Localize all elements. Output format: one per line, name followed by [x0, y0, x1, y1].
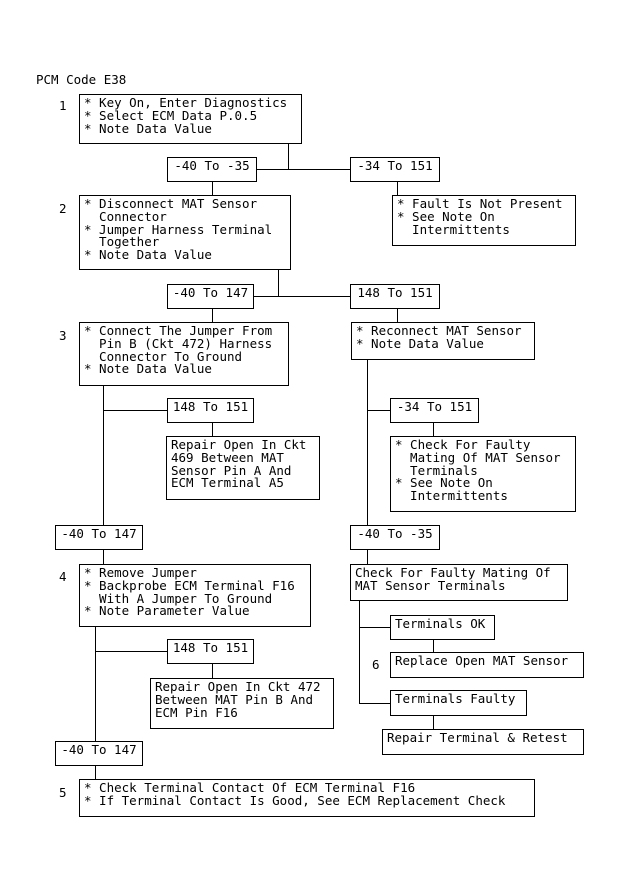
connector-line — [253, 296, 351, 297]
connector-line — [367, 360, 368, 526]
range-box: -40 To 147 — [55, 741, 143, 766]
connector-line — [103, 410, 168, 411]
connector-line — [95, 627, 96, 742]
step-number-5: 5 — [59, 785, 67, 800]
repair-open-469-box: Repair Open In Ckt 469 Between MAT Senso… — [166, 436, 320, 500]
step-5-box: * Check Terminal Contact Of ECM Terminal… — [79, 779, 535, 817]
connector-line — [359, 703, 391, 704]
step-number-1: 1 — [59, 98, 67, 113]
step-number-2: 2 — [59, 201, 67, 216]
connector-line — [103, 386, 104, 526]
connector-line — [250, 169, 351, 170]
connector-line — [397, 309, 398, 322]
step-number-6: 6 — [372, 657, 380, 672]
terminals-faulty-box: Terminals Faulty — [390, 690, 527, 716]
range-box: -40 To 147 — [55, 525, 143, 550]
connector-line — [288, 144, 289, 170]
range-box: -40 To -35 — [350, 525, 440, 550]
range-box: -40 To 147 — [167, 284, 254, 309]
fault-not-present-box: * Fault Is Not Present * See Note On Int… — [392, 195, 576, 246]
connector-line — [278, 270, 279, 296]
connector-line — [433, 423, 434, 436]
connector-line — [359, 600, 360, 704]
connector-line — [397, 182, 398, 195]
connector-line — [212, 309, 213, 322]
replace-sensor-box: Replace Open MAT Sensor — [390, 652, 584, 678]
range-box: 148 To 151 — [167, 398, 254, 423]
step-number-3: 3 — [59, 328, 67, 343]
step-number-4: 4 — [59, 569, 67, 584]
range-box: -34 To 151 — [390, 398, 479, 423]
check-mating-box: Check For Faulty Mating Of MAT Sensor Te… — [350, 564, 568, 601]
repair-open-472-box: Repair Open In Ckt 472 Between MAT Pin B… — [150, 678, 334, 729]
connector-line — [367, 410, 391, 411]
step-1-box: * Key On, Enter Diagnostics * Select ECM… — [79, 94, 302, 144]
range-box: -40 To -35 — [167, 157, 257, 182]
step-3-box: * Connect The Jumper From Pin B (Ckt 472… — [79, 322, 289, 386]
connector-line — [359, 627, 391, 628]
connector-line — [95, 766, 96, 780]
terminals-ok-box: Terminals OK — [390, 615, 495, 640]
connector-line — [103, 550, 104, 565]
connector-line — [433, 716, 434, 729]
diagram-title: PCM Code E38 — [36, 72, 127, 87]
connector-line — [212, 664, 213, 678]
range-box: 148 To 151 — [167, 639, 254, 664]
step-2-box: * Disconnect MAT Sensor Connector * Jump… — [79, 195, 291, 270]
check-faulty-mating-box: * Check For Faulty Mating Of MAT Sensor … — [390, 436, 576, 512]
range-box: 148 To 151 — [350, 284, 440, 309]
step-4-box: * Remove Jumper * Backprobe ECM Terminal… — [79, 564, 311, 627]
range-box: -34 To 151 — [350, 157, 440, 182]
connector-line — [212, 423, 213, 436]
connector-line — [95, 651, 168, 652]
connector-line — [367, 550, 368, 565]
connector-line — [433, 640, 434, 652]
repair-terminal-box: Repair Terminal & Retest — [382, 729, 584, 755]
reconnect-sensor-box: * Reconnect MAT Sensor * Note Data Value — [351, 322, 535, 360]
connector-line — [212, 182, 213, 195]
